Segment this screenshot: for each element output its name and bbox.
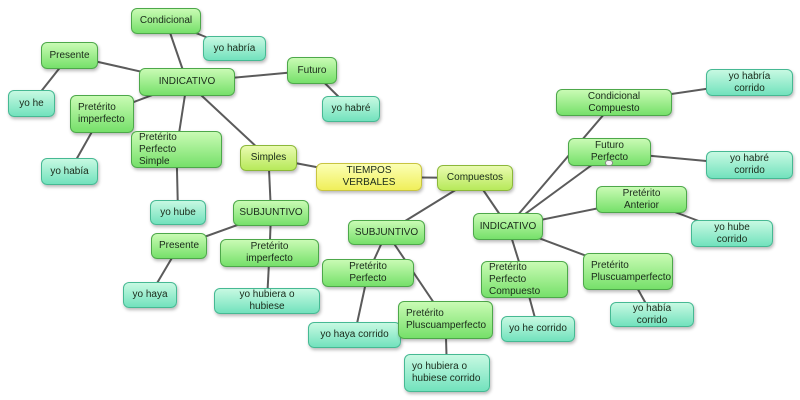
indicativo-simples-node[interactable]: INDICATIVO [139,68,235,96]
presente-indicativo-node[interactable]: Presente [41,42,98,69]
futuro-perfecto-example-node[interactable]: yo habré corrido [706,151,793,179]
futuro-example-node[interactable]: yo habré [322,96,380,122]
preterito-imperfecto-subjuntivo-node[interactable]: Pretérito imperfecto [220,239,319,267]
pluscuamperfecto-subjuntivo-example-node[interactable]: yo hubiera o hubiese corrido [404,354,490,392]
simples-node[interactable]: Simples [240,145,297,171]
subjuntivo-simples-node[interactable]: SUBJUNTIVO [233,200,309,226]
preterito-anterior-node[interactable]: Pretérito Anterior [596,186,687,213]
preterito-imperfecto-subjuntivo-example-node[interactable]: yo hubiera o hubiese [214,288,320,314]
futuro-node[interactable]: Futuro [287,57,337,84]
condicional-node[interactable]: Condicional [131,8,201,34]
preterito-perfecto-subjuntivo-node[interactable]: Pretérito Perfecto [322,259,414,287]
condicional-compuesto-example-node[interactable]: yo habría corrido [706,69,793,96]
connector-ind2-condc [507,101,615,228]
preterito-perfecto-subjuntivo-example-node[interactable]: yo haya corrido [308,322,401,348]
preterito-perfecto-compuesto-example-node[interactable]: yo he corrido [501,316,575,342]
presente-subjuntivo-example-node[interactable]: yo haya [123,282,177,308]
preterito-perfecto-simple-node[interactable]: Pretérito Perfecto Simple [131,131,222,168]
presente-subjuntivo-node[interactable]: Presente [151,233,207,259]
collapse-handle-icon[interactable] [605,160,613,166]
pluscuamperfecto-subjuntivo-node[interactable]: Pretérito Pluscuamperfecto [398,301,493,339]
condicional-example-node[interactable]: yo habría [203,36,266,61]
indicativo-compuestos-node[interactable]: INDICATIVO [473,213,543,240]
compuestos-node[interactable]: Compuestos [437,165,513,191]
preterito-anterior-example-node[interactable]: yo hube corrido [691,220,773,247]
preterito-perfecto-simple-example-node[interactable]: yo hube [150,200,206,225]
root-node[interactable]: TIEMPOS VERBALES [316,163,422,191]
presente-indicativo-example-node[interactable]: yo he [8,90,55,117]
condicional-compuesto-node[interactable]: Condicional Compuesto [556,89,672,116]
pluscuamperfecto-indicativo-example-node[interactable]: yo había corrido [610,302,694,327]
preterito-imperfecto-indicativo-example-node[interactable]: yo había [41,158,98,185]
subjuntivo-compuestos-node[interactable]: SUBJUNTIVO [348,220,425,245]
pluscuamperfecto-indicativo-node[interactable]: Pretérito Pluscuamperfecto [583,253,673,290]
preterito-imperfecto-indicativo-node[interactable]: Pretérito imperfecto [70,95,134,133]
preterito-perfecto-compuesto-node[interactable]: Pretérito Perfecto Compuesto [481,261,568,298]
